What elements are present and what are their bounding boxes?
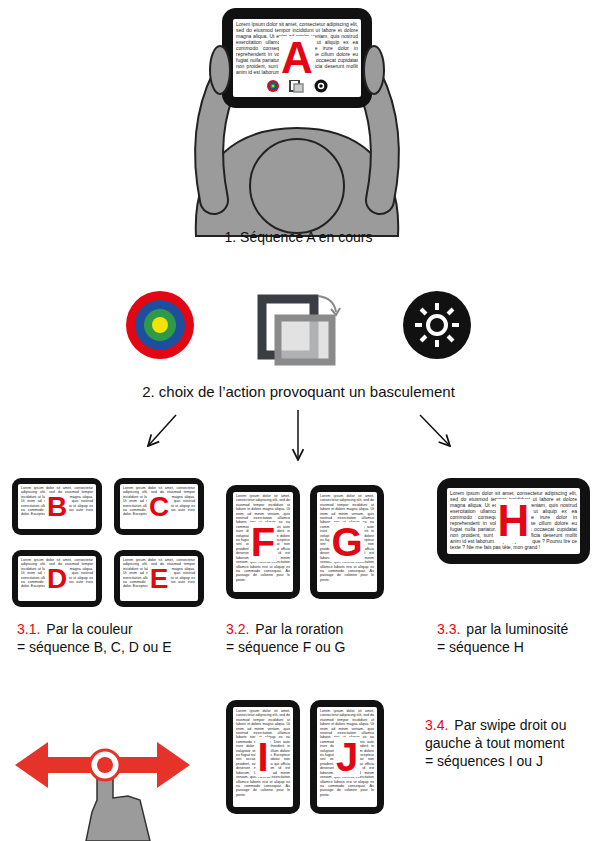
tablet-screen: Lorem ipsum dolor sit amet, consectetur … xyxy=(120,556,198,601)
tablet: Lorem ipsum dolor sit amet, consectetur … xyxy=(437,478,590,564)
rotation-icon xyxy=(262,296,340,362)
tablet-screen: Lorem ipsum dolor sit amet, consectetur … xyxy=(317,492,377,592)
tablet: Lorem ipsum dolor sit amet, consectetur … xyxy=(12,550,102,607)
tablet: Lorem ipsum dolor sit amet, consectetur … xyxy=(226,700,300,814)
tablet-toolbar-icons xyxy=(265,78,329,94)
caption-text: = séquence F ou G xyxy=(226,638,416,656)
sequence-letter: H xyxy=(496,499,532,543)
tablet-screen: Lorem ipsum dolor sit amet, consectetur … xyxy=(447,488,580,554)
caption-text: = séquence B, C, D ou E xyxy=(17,638,177,656)
tablet-screen: Lorem ipsum dolor sit amet, consectetur … xyxy=(233,492,293,592)
color-target-icon xyxy=(126,291,194,359)
sequence-letter: J xyxy=(334,737,360,777)
caption-group: 1. Séquence A en cours xyxy=(0,228,597,246)
step-number: 3.1. xyxy=(17,621,40,637)
caption-text: 2. choix de l’action provoquant un bascu… xyxy=(142,383,455,400)
sequence-letter: D xyxy=(45,565,69,593)
tablet: Lorem ipsum dolor sit amet, consectetur … xyxy=(114,478,204,535)
caption-group: 3.4.Par swipe droit ou gauche à tout mom… xyxy=(425,716,593,771)
brightness-icon xyxy=(403,291,471,359)
branch-arrows xyxy=(148,410,450,460)
tablet-screen: Lorem ipsum dolor sit amet, consectetur … xyxy=(18,556,96,601)
caption-text: 1. Séquence A en cours xyxy=(225,229,373,245)
sequence-letter: G xyxy=(329,522,364,562)
tablet-screen: Lorem ipsum dolor sit amet, consectetur … xyxy=(233,707,293,807)
caption-text: Par la couleur xyxy=(46,621,132,637)
caption-group: 3.1. Par la couleur= séquence B, C, D ou … xyxy=(17,620,177,656)
tablet: Lorem ipsum dolor sit amet, consectetur … xyxy=(12,478,102,535)
tablet: Lorem ipsum dolor sit amet, consectetur … xyxy=(222,8,372,108)
tablet: Lorem ipsum dolor sit amet, consectetur … xyxy=(310,700,384,814)
caption-group: 3.3. par la luminosité= séquence H xyxy=(437,620,595,656)
sequence-letter: E xyxy=(148,565,171,593)
tablet-screen: Lorem ipsum dolor sit amet, consectetur … xyxy=(18,484,96,529)
sequence-letter: I xyxy=(255,737,270,777)
sequence-letter: B xyxy=(45,493,69,521)
caption-text: par la luminosité xyxy=(466,621,568,637)
step-number: 3.4. xyxy=(425,717,448,733)
caption-group: 2. choix de l’action provoquant un bascu… xyxy=(0,382,597,402)
swipe-gesture xyxy=(15,742,190,841)
tablet: Lorem ipsum dolor sit amet, consectetur … xyxy=(226,485,300,599)
step-number: 3.2. xyxy=(226,621,249,637)
tablet: Lorem ipsum dolor sit amet, consectetur … xyxy=(310,485,384,599)
caption-group: 3.2. Par la roration= séquence F ou G xyxy=(226,620,416,656)
step-number: 3.3. xyxy=(437,621,460,637)
caption-text: = séquence H xyxy=(437,638,595,656)
sequence-letter: A xyxy=(279,36,315,80)
tablet-screen: Lorem ipsum dolor sit amet, consectetur … xyxy=(233,19,361,97)
tablet-screen: Lorem ipsum dolor sit amet, consectetur … xyxy=(317,707,377,807)
tablet: Lorem ipsum dolor sit amet, consectetur … xyxy=(114,550,204,607)
caption-text: Par la roration xyxy=(255,621,343,637)
tablet-screen: Lorem ipsum dolor sit amet, consectetur … xyxy=(120,484,198,529)
sequence-letter: C xyxy=(147,493,171,521)
sequence-letter: F xyxy=(249,522,277,562)
caption-text: = séquences I ou J xyxy=(425,752,593,770)
